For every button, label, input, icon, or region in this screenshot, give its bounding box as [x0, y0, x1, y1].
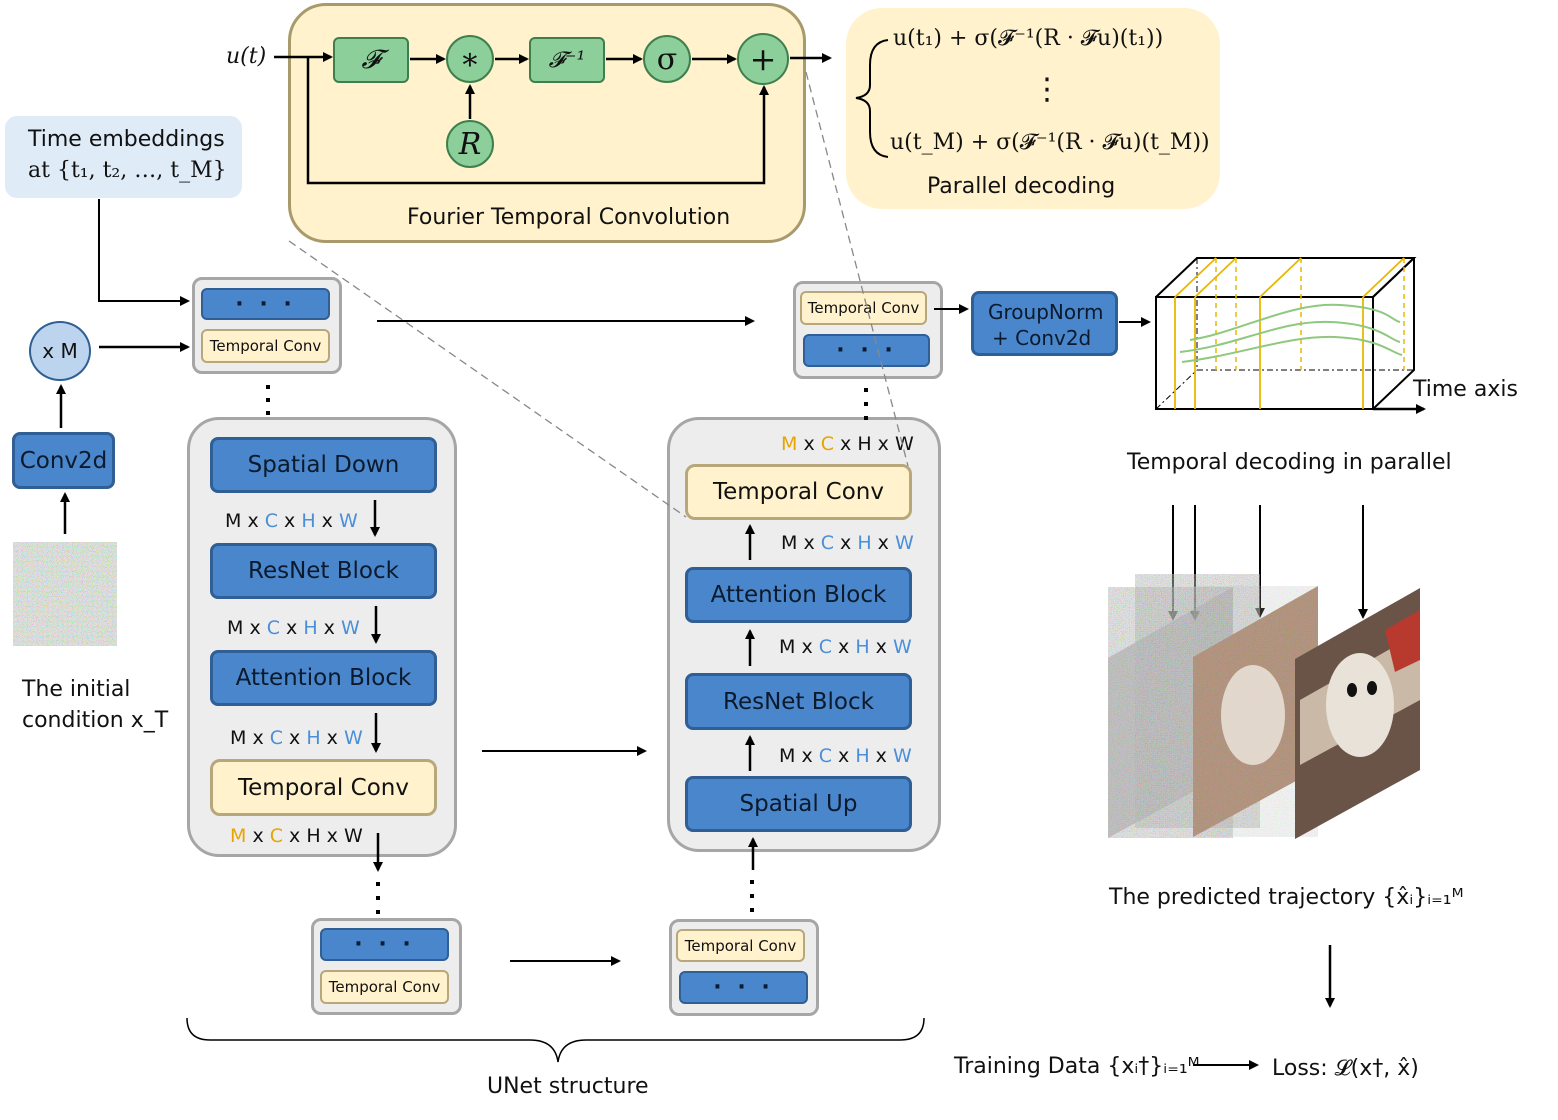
xm-label: x M: [42, 339, 78, 363]
r-op: R: [446, 120, 494, 168]
dim-1: M x C x H x W: [225, 510, 358, 532]
time-embeddings-box: [5, 116, 242, 198]
parallel-caption: Parallel decoding: [927, 174, 1116, 199]
decoder-bottom-dots: · · ·: [679, 971, 808, 1004]
decoder-resnet-block: ResNet Block: [685, 673, 912, 730]
inverse-fourier-op: 𝓕⁻¹: [529, 37, 605, 83]
time-axis-label: Time axis: [1413, 377, 1518, 402]
decoder-top-temporal: Temporal Conv: [800, 291, 927, 325]
parallel-line-1: u(t₁) + σ(𝓕⁻¹(R · 𝓕u)(t₁)): [893, 26, 1164, 51]
initial-condition-line2: condition x_T: [22, 708, 169, 733]
dim-7: M x C x H x W: [779, 636, 912, 658]
dim-3: M x C x H x W: [230, 727, 363, 749]
temporal-decoding-label: Temporal decoding in parallel: [1127, 450, 1452, 475]
dim-4: M x C x H x W: [230, 825, 363, 847]
dim-2: M x C x H x W: [227, 617, 360, 639]
encoder-resnet-block: ResNet Block: [210, 543, 437, 599]
conv2d-block: Conv2d: [12, 432, 115, 489]
decoder-bottom-temporal: Temporal Conv: [676, 929, 805, 962]
decoder-top-dots: · · ·: [803, 334, 930, 367]
unet-brace: [186, 1017, 925, 1063]
dim-6: M x C x H x W: [781, 532, 914, 554]
encoder-top-dots: · · ·: [201, 288, 330, 320]
groupnorm-block: GroupNorm + Conv2d: [971, 291, 1118, 356]
loss-label: Loss: 𝓛(x†, x̂): [1272, 1056, 1419, 1081]
groupnorm-line1: GroupNorm: [988, 300, 1104, 324]
encoder-top-temporal: Temporal Conv: [201, 329, 330, 363]
predicted-trajectory-label: The predicted trajectory {x̂ᵢ}ᵢ₌₁ᴹ: [1109, 885, 1464, 910]
sigma-op: σ: [643, 35, 691, 83]
input-label: u(t): [226, 44, 267, 69]
xm-circle: x M: [29, 321, 91, 381]
dim-5: M x C x H x W: [781, 433, 914, 455]
parallel-dots: ⋮: [1032, 72, 1062, 107]
time-embeddings-line1: Time embeddings: [28, 127, 225, 152]
decoder-attention-block: Attention Block: [685, 567, 912, 623]
fourier-op: 𝓕: [333, 37, 409, 83]
time-box-3d: [1155, 257, 1417, 410]
encoder-attention-block: Attention Block: [210, 650, 437, 706]
parallel-line-2: u(t_M) + σ(𝓕⁻¹(R · 𝓕u)(t_M)): [890, 130, 1210, 155]
plus-op: +: [737, 33, 789, 85]
parallel-decoding-panel: [846, 8, 1220, 209]
time-embeddings-line2: at {t₁, t₂, …, t_M}: [28, 158, 227, 183]
convolution-op: ∗: [446, 35, 494, 83]
spatial-up-block: Spatial Up: [685, 776, 912, 832]
vertical-dots: [266, 385, 868, 914]
fourier-arrows: [274, 52, 832, 185]
training-data-label: Training Data {xᵢ†}ᵢ₌₁ᴹ: [954, 1054, 1200, 1079]
decoder-temporal-block: Temporal Conv: [685, 464, 912, 520]
trajectory-frames: [1108, 574, 1420, 839]
noise-image-svg: [13, 542, 117, 646]
parallel-brace: [855, 39, 889, 158]
fourier-caption: Fourier Temporal Convolution: [407, 205, 731, 230]
dim-8: M x C x H x W: [779, 745, 912, 767]
unet-structure-label: UNet structure: [487, 1074, 649, 1099]
groupnorm-line2: + Conv2d: [992, 326, 1092, 350]
initial-condition-line1: The initial: [22, 677, 131, 702]
noise-image: [13, 542, 117, 646]
spatial-down-block: Spatial Down: [210, 437, 437, 493]
encoder-temporal-block: Temporal Conv: [210, 759, 437, 816]
encoder-bottom-dots: · · ·: [320, 928, 449, 961]
encoder-bottom-temporal: Temporal Conv: [320, 970, 449, 1004]
